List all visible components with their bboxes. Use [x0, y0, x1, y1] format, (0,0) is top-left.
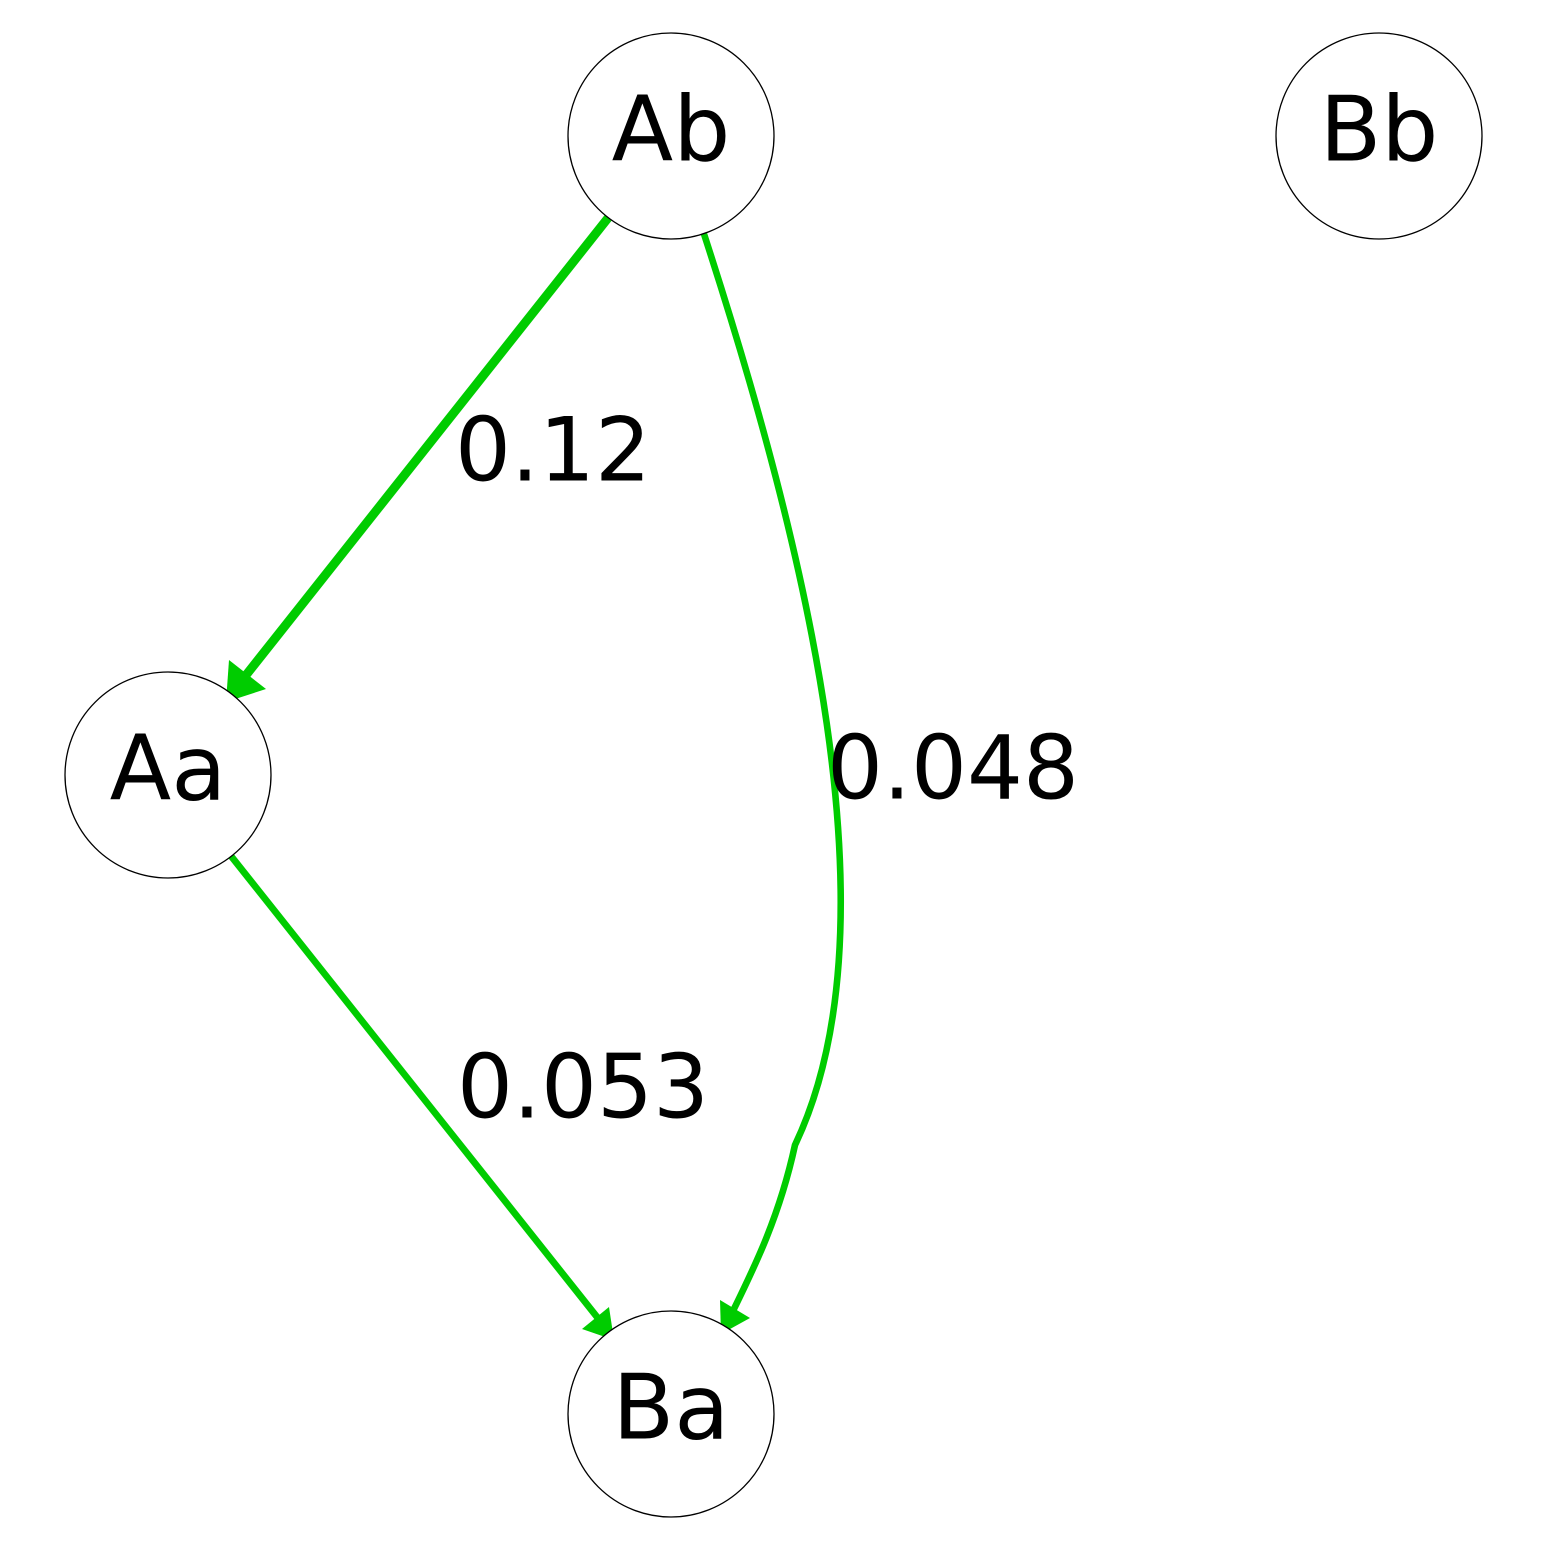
node-ab-circle — [567, 32, 775, 240]
edge-label-ab-ba: 0.048 — [827, 717, 1079, 820]
edge-ab-ba-arrowhead — [720, 1300, 750, 1334]
node-aa[interactable]: Aa — [64, 671, 272, 879]
node-ab[interactable]: Ab — [567, 32, 775, 240]
node-aa-label: Aa — [110, 717, 227, 822]
edge-aa-ba-line — [228, 853, 604, 1325]
node-ba[interactable]: Ba — [567, 1310, 775, 1518]
edge-ab-aa-line — [235, 215, 612, 687]
edge-labels: 0.12 0.048 0.053 — [455, 399, 1079, 1139]
edge-aa-ba[interactable] — [228, 853, 614, 1340]
node-ab-label: Ab — [612, 78, 731, 183]
node-bb[interactable]: Bb — [1275, 32, 1483, 240]
node-ba-label: Ba — [613, 1356, 730, 1461]
edge-ab-ba[interactable] — [700, 232, 845, 1334]
node-ba-circle — [567, 1310, 775, 1518]
edge-ab-aa[interactable] — [226, 215, 612, 702]
edges — [226, 215, 845, 1340]
edge-ab-aa-arrowhead — [226, 660, 266, 702]
edge-label-aa-ba: 0.053 — [457, 1036, 709, 1139]
nodes: Ab Bb Aa Ba — [64, 32, 1483, 1518]
edge-label-ab-aa: 0.12 — [455, 399, 651, 502]
node-bb-label: Bb — [1320, 78, 1439, 183]
edge-ab-ba-line — [700, 232, 845, 1317]
node-bb-circle — [1275, 32, 1483, 240]
node-aa-circle — [64, 671, 272, 879]
edge-aa-ba-arrowhead — [582, 1307, 614, 1340]
